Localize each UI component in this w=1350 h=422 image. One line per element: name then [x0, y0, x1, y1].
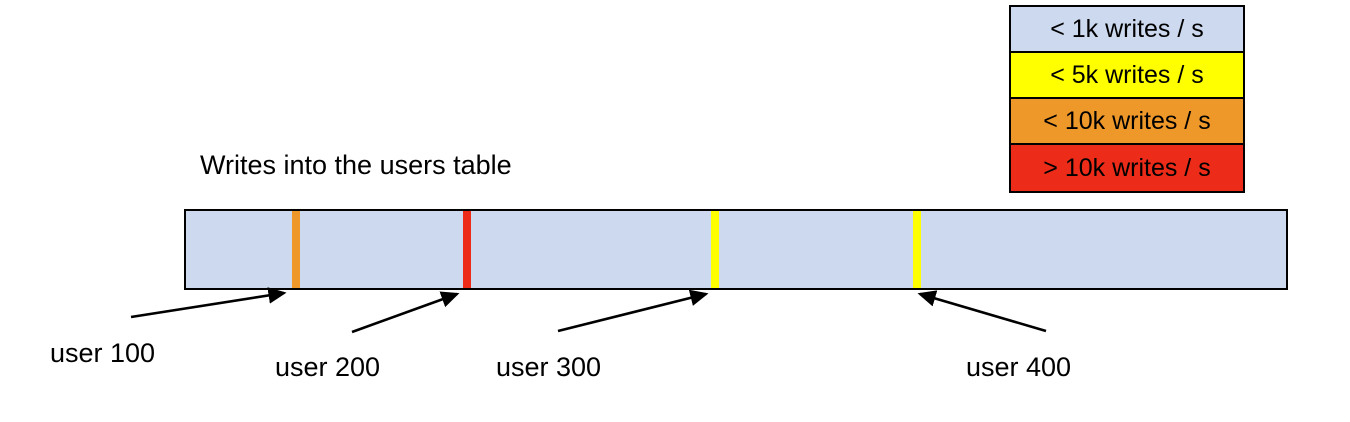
label-user-100: user 100	[50, 338, 156, 368]
marker-user-400	[913, 211, 922, 288]
label-user-300: user 300	[496, 352, 602, 382]
legend-item-lt-5k: < 5k writes / s	[1011, 53, 1243, 99]
arrow-user-300	[557, 289, 709, 333]
users-table-bar	[184, 209, 1288, 290]
caption-writes-into-users-table: Writes into the users table	[200, 150, 512, 180]
legend-item-gt-10k: > 10k writes / s	[1011, 145, 1243, 191]
arrow-user-200	[351, 291, 460, 334]
legend-item-lt-1k: < 1k writes / s	[1011, 7, 1243, 53]
label-user-200: user 200	[275, 352, 381, 382]
legend-item-label: < 5k writes / s	[1050, 60, 1204, 89]
marker-user-300	[710, 211, 719, 288]
legend-item-label: > 10k writes / s	[1043, 153, 1211, 182]
legend-item-label: < 1k writes / s	[1050, 14, 1204, 43]
label-user-400: user 400	[966, 352, 1072, 382]
marker-user-100	[291, 211, 300, 288]
legend: < 1k writes / s < 5k writes / s < 10k wr…	[1009, 5, 1245, 193]
marker-user-200	[463, 211, 472, 288]
legend-item-label: < 10k writes / s	[1043, 106, 1211, 135]
arrow-user-100	[130, 287, 287, 319]
arrow-user-400	[917, 290, 1047, 333]
legend-item-lt-10k: < 10k writes / s	[1011, 99, 1243, 145]
